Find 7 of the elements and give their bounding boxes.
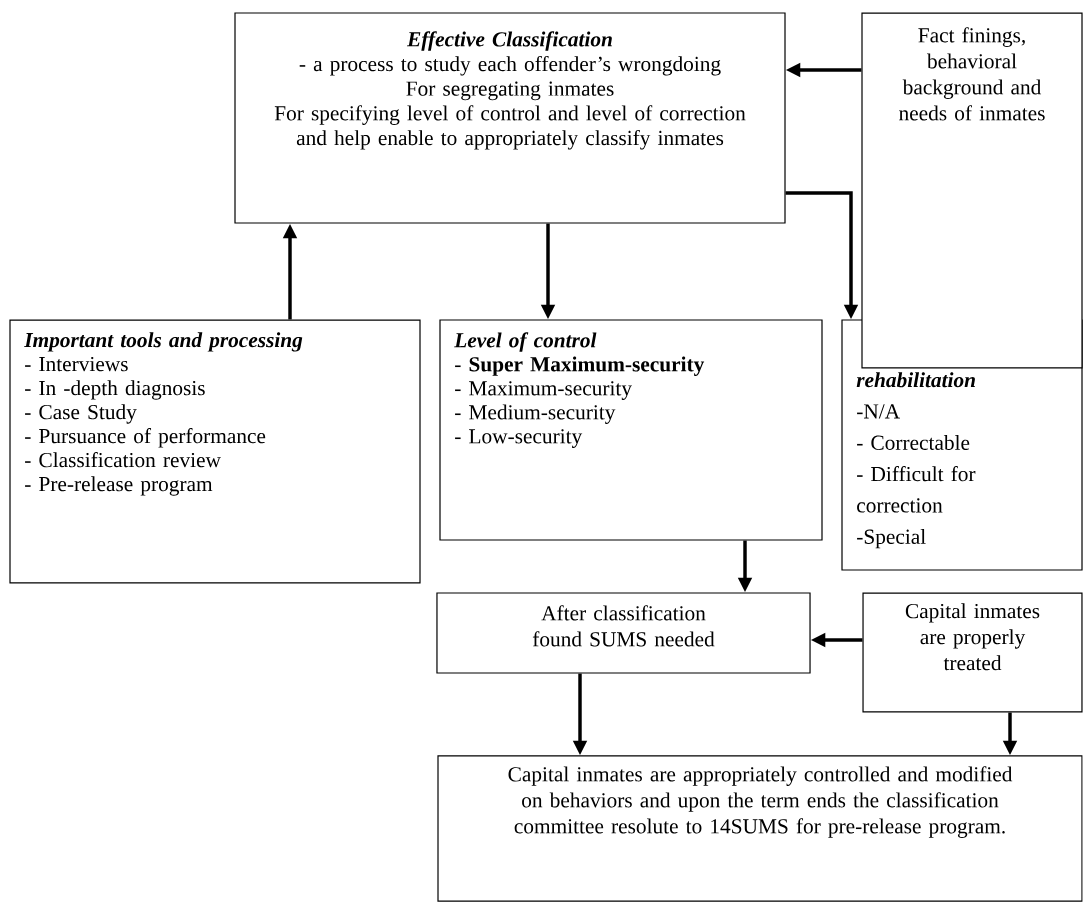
- process-box: After classification found SUMS needed: [436, 592, 811, 674]
- process-box: Effective Classification - a process to study each offender’s wrongdoing For segregating inmates For specifying level of control and level of correction and help enable to appropriately classify inmates: [234, 12, 786, 224]
- input-box: Fact finings, behavioral background and needs of inmates: [861, 12, 1083, 369]
- result-box: Capital inmates are appropriately controlled and modified on behaviors and upon the term ends the classification committee resolute to 14SUMS for pre-release program.: [437, 755, 1083, 902]
- list-box: Level of control - Super Maximum-security - Maximum-security - Medium-security - Low-security: [439, 319, 823, 541]
- list-box: Important tools and processing - Interviews - In -depth diagnosis - Case Study - Pursuance of performance - Classification review - Pre-release program: [9, 319, 421, 584]
- input-box: Capital inmates are properly treated: [862, 592, 1083, 713]
